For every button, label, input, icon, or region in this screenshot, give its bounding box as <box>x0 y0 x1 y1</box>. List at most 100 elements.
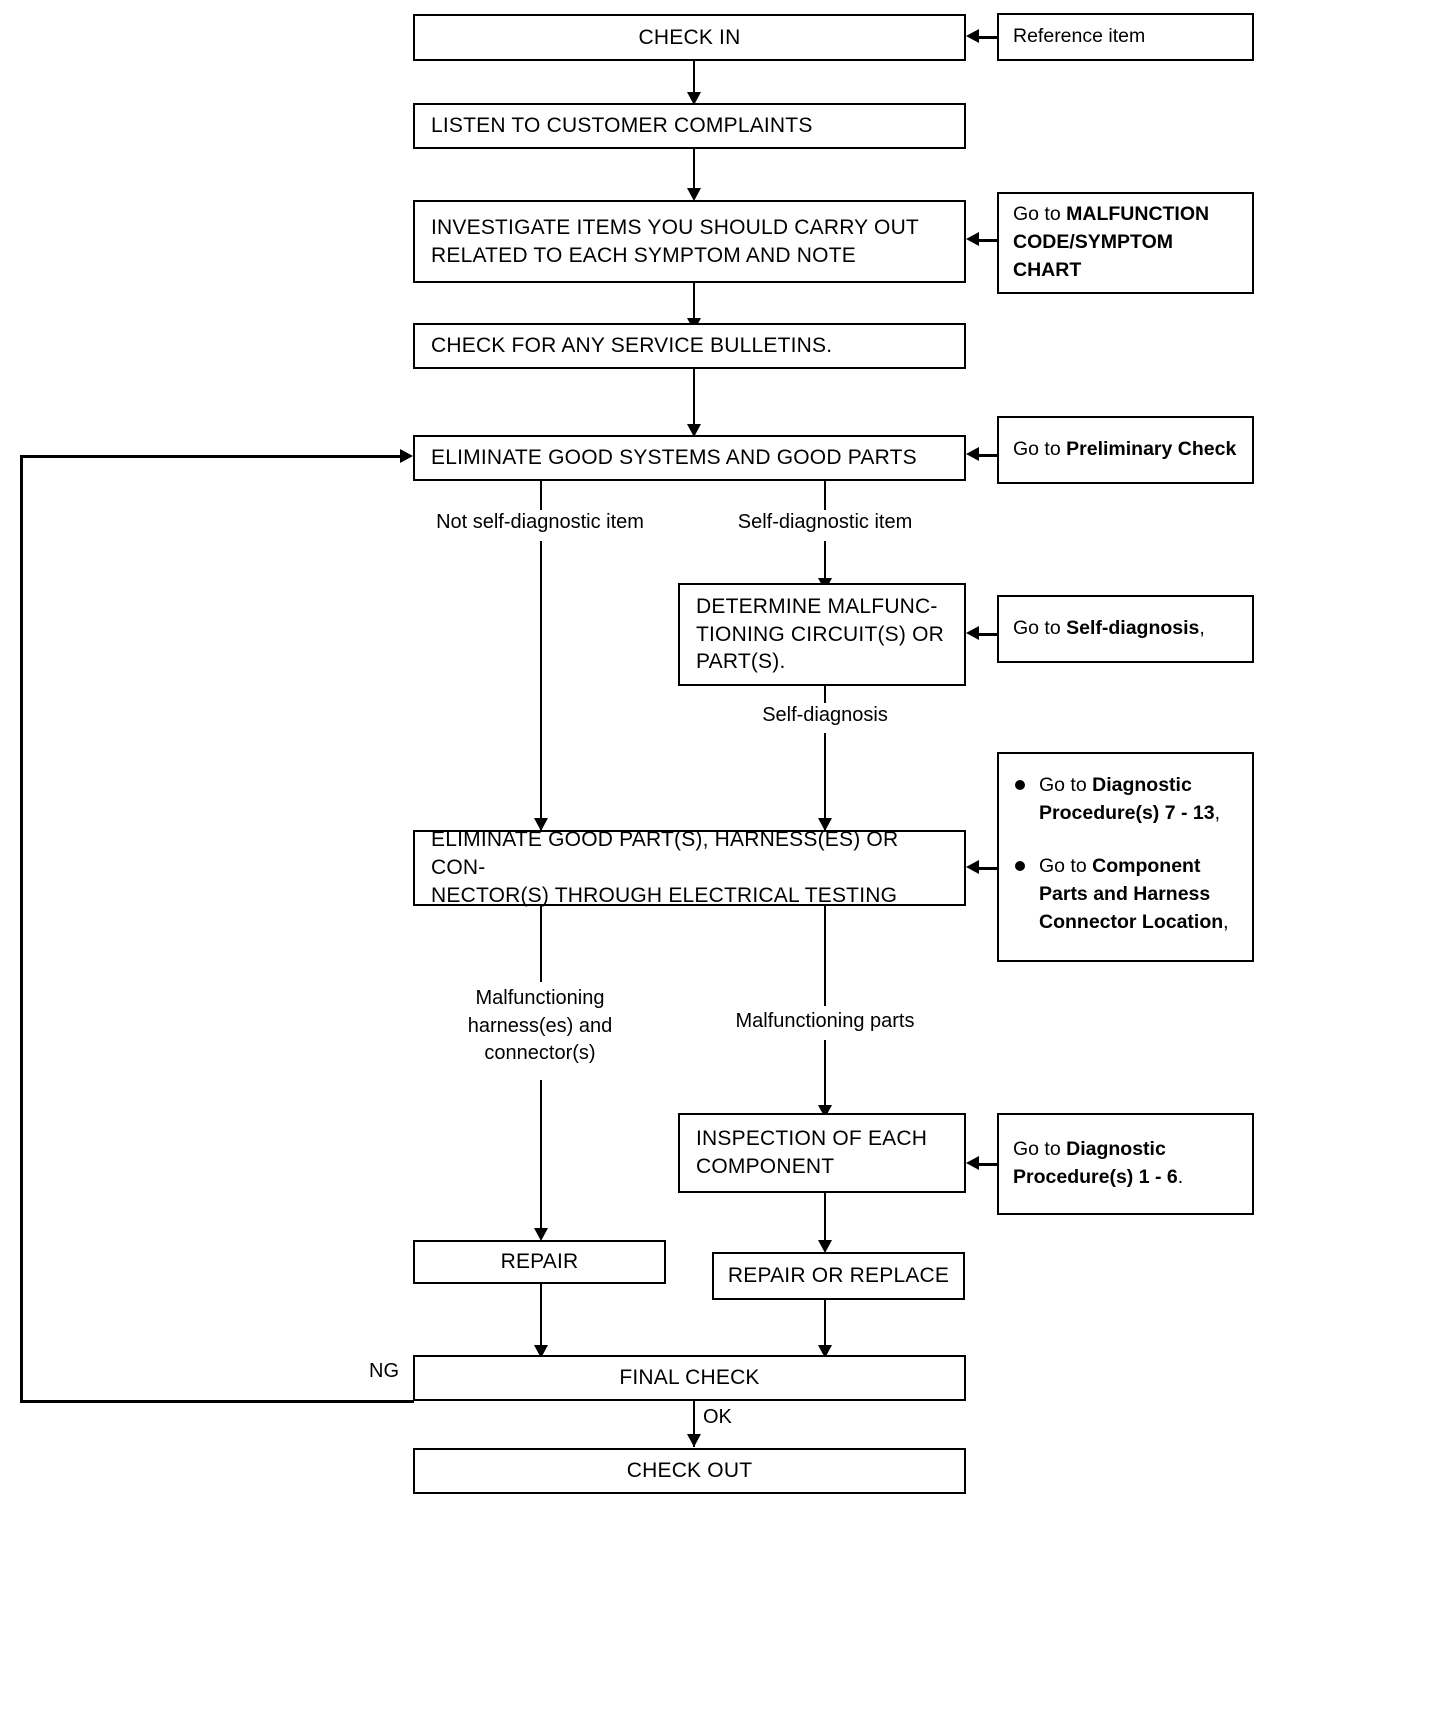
node-listen-complaints: LISTEN TO CUSTOMER COMPLAINTS <box>413 103 966 149</box>
bullet-dot-icon <box>1015 861 1025 872</box>
label-ng: NG <box>369 1360 399 1382</box>
ref-diagnostic-and-component: Go to Diagnostic Procedure(s) 7 - 13, Go… <box>997 752 1254 962</box>
connector-branch-self-diagnostic-bottom <box>824 541 826 583</box>
ref-self-diagnosis-prefix: Go to <box>1013 617 1067 640</box>
ref-diagnostic-bullet-list: Go to Diagnostic Procedure(s) 7 - 13, Go… <box>1013 772 1240 936</box>
arrowhead-repair-replace-to-final-check <box>818 1345 832 1358</box>
arrowhead-diagnostic-1-6-to-inspection <box>966 1156 979 1170</box>
ref-preliminary-check-bold: Preliminary Check <box>1066 438 1237 461</box>
node-check-in-label: CHECK IN <box>638 25 741 49</box>
node-check-in: CHECK IN <box>413 14 966 61</box>
node-eliminate-good-parts-line1: ELIMINATE GOOD PART(S), HARNESS(ES) OR C… <box>431 828 899 880</box>
arrowhead-harness-to-repair <box>534 1228 548 1241</box>
arrowhead-malfunction-to-investigate <box>966 232 979 246</box>
ref-diagnostic-7-13-prefix: Go to <box>1039 774 1093 796</box>
node-repair: REPAIR <box>413 1240 666 1284</box>
arrowhead-ng-loop-to-eliminate <box>400 449 413 463</box>
connector-ng-loop-bottom <box>20 1400 414 1403</box>
ref-diagnostic-7-13-bold: Diagnostic Procedure(s) 7 - 13 <box>1039 774 1215 824</box>
ref-self-diagnosis-suffix: , <box>1199 617 1205 640</box>
ref-component-parts-suffix: , <box>1223 910 1229 933</box>
label-not-self-diagnostic: Not self-diagnostic item <box>436 511 644 533</box>
node-eliminate-good-parts: ELIMINATE GOOD PART(S), HARNESS(ES) OR C… <box>413 828 966 907</box>
connector-inspection-to-repair-replace <box>824 1193 826 1251</box>
connector-branch-not-self-diagnostic-bottom <box>540 541 542 834</box>
connector-selfdiag-ref-to-determine <box>979 633 999 636</box>
ref-component-parts-bold: Component Parts and Harness Connector Lo… <box>1039 855 1224 933</box>
ref-component-parts-prefix: Go to <box>1039 855 1093 878</box>
node-repair-or-replace-label: REPAIR OR REPLACE <box>727 1264 950 1288</box>
arrowhead-repair-to-final-check <box>534 1345 548 1358</box>
node-investigate-items-line1: INVESTIGATE ITEMS YOU SHOULD CARRY OUT <box>431 215 919 239</box>
connector-ng-loop-top <box>20 455 400 458</box>
ref-self-diagnosis: Go to Self-diagnosis, <box>997 595 1254 663</box>
ref-diagnostic-1-6-prefix: Go to <box>1013 1138 1067 1161</box>
connector-determine-to-eliminate-parts-bottom <box>824 733 826 834</box>
ref-diagnostic-7-13-suffix: , <box>1214 801 1220 824</box>
ref-preliminary-check-prefix: Go to <box>1013 438 1067 461</box>
connector-branch-harness-bottom <box>540 1080 542 1237</box>
ref-reference-item-label: Reference item <box>1013 25 1146 48</box>
connector-repair-replace-to-final-check <box>824 1300 826 1358</box>
connector-preliminary-to-eliminate <box>979 454 999 457</box>
label-ok: OK <box>703 1406 732 1428</box>
node-eliminate-good-parts-line2: NECTOR(S) THROUGH ELECTRICAL TESTING <box>431 883 898 907</box>
ref-component-parts-item: Go to Component Parts and Harness Connec… <box>1013 853 1240 936</box>
label-self-diagnostic: Self-diagnostic item <box>737 511 913 533</box>
ref-diagnostic-1-6: Go to Diagnostic Procedure(s) 1 - 6. <box>997 1113 1254 1215</box>
connector-determine-to-eliminate-parts-top <box>824 686 826 703</box>
node-determine-line3: PART(S). <box>696 650 786 674</box>
connector-branch-not-self-diagnostic-top <box>540 481 542 510</box>
connector-listen-to-investigate <box>693 149 695 191</box>
arrowhead-preliminary-to-eliminate <box>966 447 979 461</box>
node-investigate-items-line2: RELATED TO EACH SYMPTOM AND NOTE <box>431 243 856 267</box>
connector-malfunction-to-investigate <box>979 239 999 242</box>
label-malfunctioning-harness: Malfunctioning harness(es) and connector… <box>467 987 613 1065</box>
label-malfunctioning-parts: Malfunctioning parts <box>735 1010 915 1032</box>
connector-diagnostic-1-6-to-inspection <box>979 1163 999 1166</box>
ref-reference-item: Reference item <box>997 13 1254 61</box>
connector-checkin-to-listen <box>693 61 695 94</box>
ref-diagnostic-1-6-suffix: . <box>1177 1166 1184 1188</box>
arrowhead-listen-to-investigate <box>687 188 701 201</box>
node-service-bulletins: CHECK FOR ANY SERVICE BULLETINS. <box>413 323 966 369</box>
arrowhead-reference-to-checkin <box>966 29 979 43</box>
bullet-dot-icon <box>1015 780 1025 790</box>
node-final-check: FINAL CHECK <box>413 1355 966 1401</box>
node-determine-line1: DETERMINE MALFUNC- <box>696 594 938 618</box>
node-check-out-label: CHECK OUT <box>626 1459 753 1483</box>
node-determine-line2: TIONING CIRCUIT(S) OR <box>696 622 945 646</box>
arrowhead-final-check-to-check-out <box>687 1434 701 1447</box>
connector-ng-loop-vertical <box>20 455 23 1402</box>
node-inspection-line1: INSPECTION OF EACH <box>696 1127 928 1151</box>
connector-investigate-to-bulletins <box>693 283 695 321</box>
arrowhead-not-self-diagnostic-to-eliminate-parts <box>534 818 548 831</box>
connector-reference-to-checkin <box>979 36 999 39</box>
connector-bulletins-to-eliminate-systems <box>693 369 695 427</box>
label-self-diagnosis: Self-diagnosis <box>762 704 888 726</box>
node-eliminate-good-systems: ELIMINATE GOOD SYSTEMS AND GOOD PARTS <box>413 435 966 481</box>
node-eliminate-good-systems-label: ELIMINATE GOOD SYSTEMS AND GOOD PARTS <box>431 446 917 470</box>
ref-self-diagnosis-bold: Self-diagnosis <box>1066 617 1200 640</box>
connector-repair-to-final-check <box>540 1284 542 1358</box>
connector-final-check-to-check-out <box>693 1401 695 1447</box>
node-investigate-items: INVESTIGATE ITEMS YOU SHOULD CARRY OUT R… <box>413 200 966 283</box>
ref-malfunction-chart-bold: MALFUNCTION CODE/SYMPTOM CHART <box>1013 203 1210 281</box>
node-listen-complaints-label: LISTEN TO CUSTOMER COMPLAINTS <box>431 114 813 138</box>
node-final-check-label: FINAL CHECK <box>619 1366 760 1390</box>
arrowhead-diagnostic-ref-to-eliminate-parts <box>966 860 979 874</box>
node-check-out: CHECK OUT <box>413 1448 966 1494</box>
node-determine-malfunctioning: DETERMINE MALFUNC- TIONING CIRCUIT(S) OR… <box>678 583 966 686</box>
ref-preliminary-check: Go to Preliminary Check <box>997 416 1254 484</box>
ref-diagnostic-7-13-item: Go to Diagnostic Procedure(s) 7 - 13, <box>1013 772 1240 827</box>
arrowhead-inspection-to-repair-replace <box>818 1240 832 1253</box>
ref-diagnostic-1-6-bold: Diagnostic Procedure(s) 1 - 6 <box>1013 1138 1178 1188</box>
arrowhead-determine-to-eliminate-parts <box>818 818 832 831</box>
connector-branch-self-diagnostic-top <box>824 481 826 510</box>
ref-malfunction-chart: Go to MALFUNCTION CODE/SYMPTOM CHART <box>997 192 1254 294</box>
arrowhead-selfdiag-ref-to-determine <box>966 626 979 640</box>
node-repair-or-replace: REPAIR OR REPLACE <box>712 1252 965 1300</box>
node-service-bulletins-label: CHECK FOR ANY SERVICE BULLETINS. <box>431 334 833 358</box>
node-inspection-component: INSPECTION OF EACH COMPONENT <box>678 1113 966 1193</box>
